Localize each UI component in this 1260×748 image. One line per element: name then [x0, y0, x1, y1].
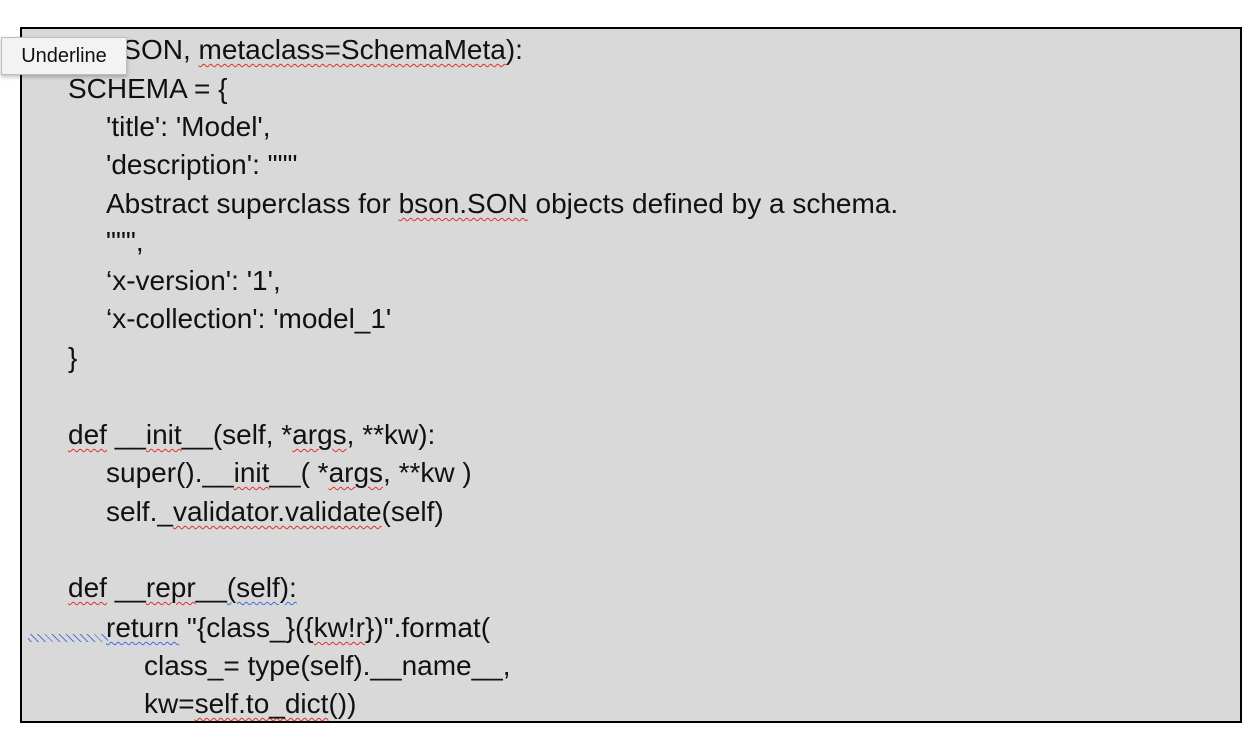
code-text: __ [106, 419, 146, 450]
code-line-x-collection: ‘x-collection': 'model_1' [106, 300, 391, 338]
code-text: 'description': """ [106, 149, 298, 180]
misspelled-word[interactable]: args [292, 419, 347, 450]
misspelled-word[interactable]: def [68, 572, 107, 603]
code-text: objects defined by a schema. [527, 188, 899, 219]
code-line-docstring: Abstract superclass for bson.SON objects… [106, 185, 898, 223]
misspelled-word[interactable]: init [145, 419, 182, 450]
misspelled-word[interactable]: bson.SON [398, 188, 528, 219]
code-text: kw= [144, 688, 195, 719]
code-text: 'title': 'Model', [106, 111, 271, 142]
grammar-underline-mark [28, 634, 108, 642]
code-text: (self) [381, 496, 444, 527]
code-line-schema: SCHEMA = { [68, 70, 228, 108]
misspelled-word[interactable]: repr [145, 572, 196, 603]
misspelled-word[interactable]: init [233, 457, 270, 488]
misspelled-word[interactable]: def [68, 419, 107, 450]
tooltip-label: Underline [21, 45, 107, 67]
code-text: ): [505, 34, 523, 65]
code-text: } [68, 342, 78, 373]
grammar-flagged-text[interactable]: (self): [226, 572, 297, 603]
code-line-super-init: super().__init__( *args, **kw ) [106, 454, 472, 492]
code-line-def-repr: def __repr__(self): [68, 569, 297, 607]
code-text: self._ [106, 496, 173, 527]
code-text: })".format( [364, 612, 491, 643]
code-text: __( * [269, 457, 329, 488]
code-text: Abstract superclass for [106, 188, 399, 219]
misspelled-word[interactable]: kw!r [313, 612, 365, 643]
misspelled-word[interactable]: validator.validate [172, 496, 382, 527]
code-text: , **kw ) [383, 457, 472, 488]
misspelled-word[interactable]: metaclass=SchemaMeta [198, 34, 506, 65]
grammar-flagged-text[interactable]: return [106, 612, 180, 643]
code-text: super().__ [106, 457, 234, 488]
code-text: SCHEMA = { [68, 73, 228, 104]
code-line-validate: self._validator.validate(self) [106, 493, 444, 531]
code-text: , **kw): [346, 419, 436, 450]
underline-tooltip: Underline [1, 37, 127, 75]
code-line-title: 'title': 'Model', [106, 108, 271, 146]
code-line-description: 'description': """ [106, 146, 297, 184]
code-line-close-brace: } [68, 339, 77, 377]
code-text: __ [106, 572, 146, 603]
code-text: """, [106, 226, 144, 257]
code-text: class_= type(self).__name__, [144, 650, 511, 681]
code-text: ()) [328, 688, 357, 719]
misspelled-word[interactable]: self.to_dict [194, 688, 329, 719]
code-block[interactable]: codel(SON, metaclass=SchemaMeta): SCHEMA… [20, 27, 1242, 723]
code-text: ‘x-collection': 'model_1' [106, 303, 392, 334]
code-text: ‘x-version': '1', [106, 265, 281, 296]
code-line-to-dict: kw=self.to_dict()) [144, 685, 356, 723]
code-line-return: return "{class_}({kw!r})".format( [106, 609, 490, 647]
code-text: __(self, * [181, 419, 293, 450]
code-line-x-version: ‘x-version': '1', [106, 262, 281, 300]
code-line-def-init: def __init__(self, *args, **kw): [68, 416, 435, 454]
code-text: "{class_}({ [179, 612, 314, 643]
code-line-docstring-end: """, [106, 223, 144, 261]
misspelled-word[interactable]: args [328, 457, 384, 488]
code-line-class-name: class_= type(self).__name__, [144, 647, 511, 685]
code-text: __ [195, 572, 227, 603]
